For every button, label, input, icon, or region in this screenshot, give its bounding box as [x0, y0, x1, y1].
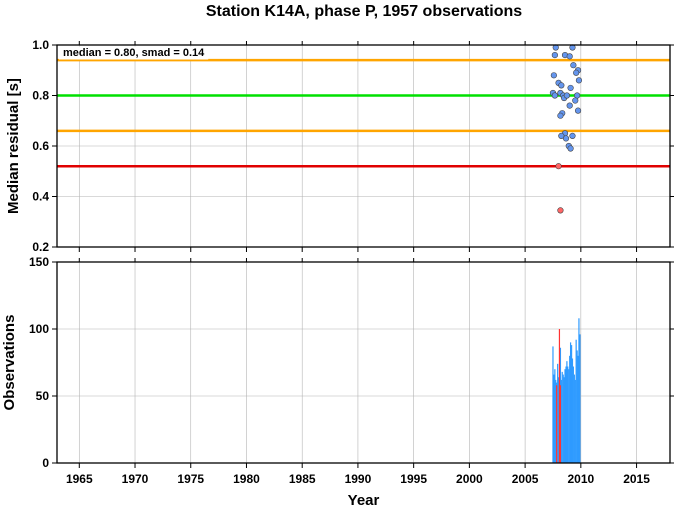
stats-annotation: median = 0.80, smad = 0.14 — [63, 47, 205, 59]
residual-point — [558, 132, 565, 139]
observations-panel: 0 50 100 150 1965 1970 1975 1980 1985 1990 1995 20… — [1, 255, 674, 509]
year-tick-label: 1995 — [400, 472, 427, 486]
observation-bar — [571, 358, 574, 463]
residual-point — [572, 97, 579, 104]
residual-y-tick-label: 0.6 — [32, 139, 49, 153]
observations-y-ticks: 0 50 100 150 — [29, 255, 674, 470]
stats-annotation-box — [59, 46, 209, 60]
year-tick-label: 1980 — [233, 472, 260, 486]
residual-y-ticks: 0.2 0.4 0.6 0.8 1.0 — [32, 38, 674, 254]
residual-x-ticks — [78, 41, 638, 252]
residual-point — [567, 145, 574, 152]
observation-bar — [577, 355, 579, 463]
residual-points — [549, 44, 583, 214]
residual-point — [555, 163, 562, 170]
observation-bar — [561, 371, 563, 463]
observations-y-tick-label: 150 — [29, 255, 49, 269]
observation-bar — [559, 385, 562, 463]
observation-bar — [566, 361, 568, 463]
residual-point — [574, 107, 582, 114]
residual-point — [562, 135, 570, 142]
residual-point — [570, 62, 577, 69]
year-tick-label: 1990 — [345, 472, 372, 486]
observations-x-ticks: 1965 1970 1975 1980 1985 1990 1995 2000 2005 2010… — [66, 258, 650, 486]
residual-point — [575, 77, 583, 84]
observation-bar — [557, 377, 560, 463]
observation-bar — [574, 379, 576, 463]
residual-point — [550, 72, 557, 79]
year-x-axis-label: Year — [348, 492, 380, 509]
residual-panel: 0.2 0.4 0.6 0.8 1.0 median = 0.80, smad = 0.… — [5, 38, 674, 254]
chart-title: Station K14A, phase P, 1957 observations — [206, 3, 522, 20]
residual-y-tick-label: 0.8 — [32, 89, 49, 103]
observation-bar — [558, 329, 561, 463]
residual-point — [566, 53, 573, 60]
observation-bar — [578, 318, 580, 463]
residual-point — [551, 51, 558, 59]
residual-point — [557, 112, 564, 119]
residual-grid — [57, 44, 670, 248]
year-tick-label: 2010 — [567, 472, 594, 486]
residual-point — [563, 92, 571, 99]
observations-bars — [552, 318, 581, 463]
residual-point — [557, 207, 564, 214]
observation-bar — [557, 363, 559, 463]
observation-bar — [568, 369, 570, 463]
year-tick-label: 1985 — [289, 472, 316, 486]
residual-y-tick-label: 1.0 — [32, 38, 49, 52]
observation-bar — [575, 339, 577, 463]
observation-bar — [569, 355, 571, 463]
residual-point — [558, 82, 565, 89]
residual-y-tick-label: 0.2 — [32, 240, 49, 254]
residual-y-axis-label: Median residual [s] — [5, 78, 22, 214]
observation-bar — [555, 379, 557, 463]
observation-bar — [569, 342, 572, 463]
observation-bar — [562, 374, 564, 463]
observation-bar — [573, 374, 575, 463]
observations-y-tick-label: 100 — [29, 322, 49, 336]
residual-point — [569, 132, 576, 139]
observation-bar — [560, 379, 562, 463]
observation-bar — [572, 366, 574, 463]
year-tick-label: 2005 — [512, 472, 539, 486]
year-tick-label: 1970 — [122, 472, 149, 486]
residual-point — [573, 69, 580, 76]
year-tick-label: 2015 — [623, 472, 650, 486]
observations-plot-frame — [56, 261, 671, 464]
observation-bar — [564, 369, 566, 463]
residual-y-tick-label: 0.4 — [32, 190, 49, 204]
year-tick-label: 2000 — [456, 472, 483, 486]
observations-y-axis-label: Observations — [1, 315, 18, 411]
observation-bar — [579, 334, 581, 463]
observation-bar — [565, 366, 567, 463]
year-tick-label: 1975 — [177, 472, 204, 486]
observation-bar — [553, 374, 555, 463]
observation-bar — [576, 350, 578, 463]
observation-bar — [556, 385, 558, 463]
year-tick-label: 1965 — [66, 472, 93, 486]
observation-bar — [567, 366, 569, 463]
observation-bar — [563, 377, 565, 463]
observations-y-tick-label: 50 — [36, 389, 50, 403]
residual-point — [567, 84, 574, 92]
observation-bar — [570, 345, 573, 463]
observations-y-tick-label: 0 — [42, 456, 49, 470]
observation-bar — [554, 369, 556, 463]
residual-point — [566, 102, 573, 109]
observation-bar — [552, 346, 554, 463]
residual-point — [551, 92, 558, 99]
